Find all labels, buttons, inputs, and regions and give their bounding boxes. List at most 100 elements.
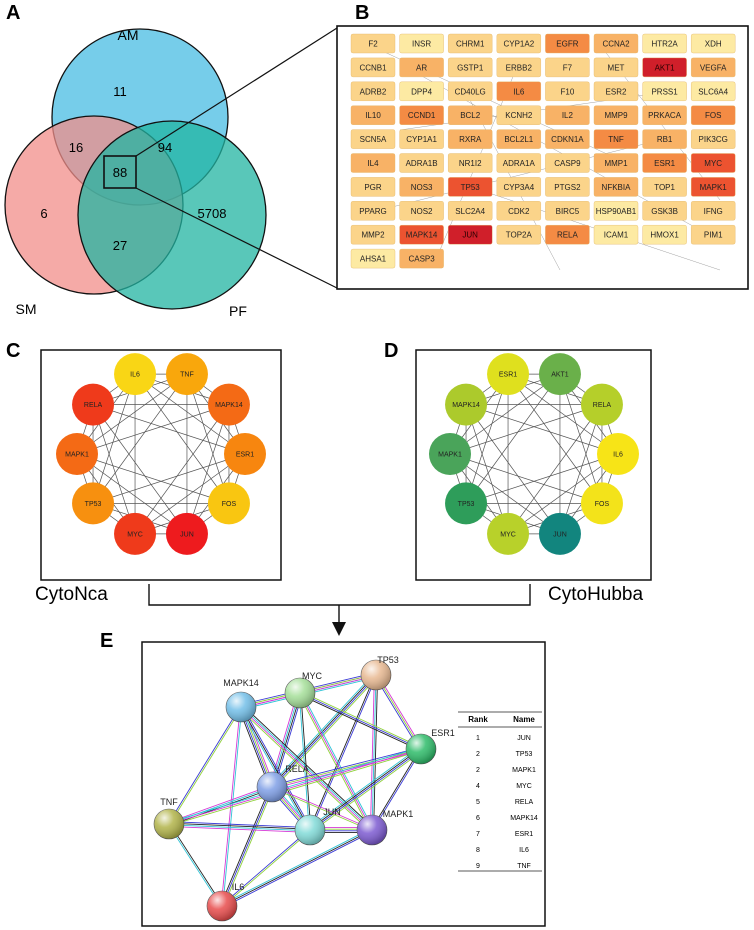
name-cell: TP53: [516, 751, 533, 758]
gene-node-bg: [642, 105, 687, 125]
string-edge: [223, 787, 274, 907]
gene-node-label: INSR: [412, 40, 431, 49]
gene-node-bg: [448, 201, 493, 221]
gene-node-bg: [350, 201, 396, 221]
string-node-label: IL6: [232, 882, 245, 892]
string-node-label: JUN: [323, 807, 341, 817]
gene-node-bg: [691, 57, 736, 78]
cytonca-title: CytoNca: [35, 584, 108, 605]
cytohubba-node: [538, 512, 581, 555]
string-edge: [239, 707, 309, 832]
gene-node-label: RB1: [657, 135, 673, 144]
cytonca-node-label: TP53: [85, 501, 102, 508]
string-edge: [300, 692, 312, 830]
gene-node-label: ESR2: [606, 87, 627, 96]
cytonca-edge: [76, 404, 230, 455]
gene-node-label: CCNA2: [602, 40, 630, 49]
gene-node-label: SLC2A4: [455, 207, 485, 216]
gene-node-label: JUN: [462, 231, 478, 240]
string-edge: [271, 748, 422, 788]
gene-node-bg: [691, 177, 736, 197]
venn-diagram: AM SM PF 11 16 88 94 6 5708 27: [4, 27, 338, 319]
name-cell: IL6: [519, 847, 529, 854]
gene-node-bg: [593, 81, 639, 102]
string-edge: [222, 831, 373, 908]
panel-label-c: C: [6, 340, 20, 362]
cytohubba-edge: [465, 373, 561, 504]
gene-node-label: CCND1: [408, 111, 436, 120]
cytonca-node-label: MYC: [127, 531, 143, 538]
string-node-sheen: [357, 815, 387, 845]
gene-node-label: PRKACA: [648, 111, 682, 120]
string-edge: [168, 786, 273, 825]
gene-node-bg: [399, 81, 444, 102]
string-edge: [310, 749, 422, 832]
cytonca-edge: [134, 453, 246, 535]
string-edge: [239, 708, 371, 833]
cytohubba-edge: [465, 374, 509, 504]
gene-node-bg: [399, 224, 444, 245]
cytonca-edge: [76, 453, 230, 504]
string-node-sheen: [285, 678, 315, 708]
gene-node-bg: [691, 33, 736, 54]
string-edge: [272, 785, 373, 830]
cytohubba-node: [538, 353, 581, 396]
gene-node-bg: [350, 81, 396, 102]
string-edge: [298, 693, 371, 831]
gene-node-bg: [545, 153, 590, 173]
gene-node-bg: [593, 153, 639, 173]
name-cell: TNF: [517, 863, 531, 870]
cytonca-node: [165, 353, 208, 396]
cytohubba-edge: [449, 453, 561, 535]
cytohubba-node: [429, 433, 471, 475]
gene-node-label: ADRB2: [360, 87, 387, 96]
gene-node-bg: [593, 129, 639, 149]
string-edge: [308, 674, 376, 830]
cytohubba-node: [487, 512, 530, 555]
venn-label-sm: SM: [16, 301, 37, 317]
cytohubba-edge: [449, 373, 561, 455]
gene-node-label: MAPK14: [406, 231, 438, 240]
gene-node-label: F7: [563, 63, 573, 72]
venn-label-pf: PF: [229, 303, 247, 319]
cytonca-node-label: IL6: [130, 372, 140, 379]
gene-node-label: VEGFA: [700, 63, 727, 72]
string-edge: [168, 748, 422, 825]
gene-node-label: BCL2L1: [504, 135, 533, 144]
name-cell: MAPK1: [512, 767, 536, 774]
gene-node-label: TNF: [608, 135, 624, 144]
name-header: Name: [513, 715, 535, 724]
gene-node-label: IL6: [513, 87, 525, 96]
string-edge: [298, 693, 310, 831]
cytonca-node: [72, 383, 115, 426]
cytohubba-edge: [559, 374, 603, 504]
string-node-label: MYC: [302, 671, 323, 681]
gene-node-bg: [448, 224, 493, 245]
cytonca-node-label: TNF: [180, 372, 194, 379]
cytohubba-node-label: JUN: [553, 531, 567, 538]
string-edge: [241, 706, 373, 830]
gene-node-bg: [399, 33, 444, 54]
gene-node-bg: [642, 81, 687, 102]
string-edge: [370, 748, 421, 830]
name-cell: RELA: [515, 799, 534, 806]
string-edge: [373, 675, 379, 831]
gene-node-label: PRSS1: [651, 87, 678, 96]
name-cell: MAPK14: [510, 815, 538, 822]
gene-node-label: IL2: [562, 111, 574, 120]
gene-node-bg: [593, 57, 639, 78]
gene-node-label: SCN5A: [360, 135, 387, 144]
string-edge: [168, 824, 310, 832]
string-edge: [221, 786, 273, 907]
gene-node-label: SLC6A4: [698, 87, 728, 96]
gene-node-label: CYP1A1: [406, 135, 437, 144]
gene-node-label: F2: [368, 40, 378, 49]
rank-cell: 6: [476, 815, 480, 822]
cytonca-node: [207, 383, 250, 426]
gene-node-label: TP53: [461, 183, 481, 192]
cytohubba-edge: [507, 404, 603, 535]
gene-node-label: RXRA: [459, 135, 482, 144]
cytonca-node-label: MAPK1: [65, 452, 89, 459]
cytonca-node: [224, 433, 266, 475]
